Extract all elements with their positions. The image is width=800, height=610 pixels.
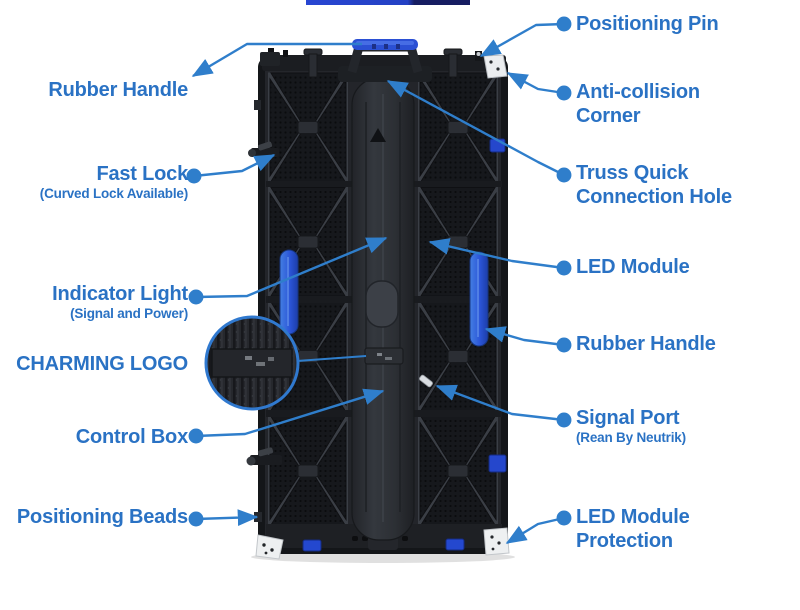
blue-clip [488, 454, 507, 473]
leader-signal-port [435, 384, 572, 428]
control-box-oval-plate [365, 280, 399, 328]
label-text: LED Module [576, 256, 690, 278]
truss-mount-left [303, 48, 323, 78]
leader-positioning-beads [188, 509, 259, 527]
leader-control-box [188, 388, 385, 444]
top-left-corner [260, 52, 280, 66]
label-text: Positioning Pin [576, 13, 719, 35]
label-led-module-protection: LED Module Protection [576, 505, 742, 554]
truss-hole-detail [370, 128, 386, 142]
label-truss-quick-connection-hole: Truss Quick Connection Hole [576, 161, 742, 210]
leader-fast-lock [186, 153, 276, 184]
charming-logo-plate [364, 347, 404, 365]
label-anti-collision-corner: Anti-collision Corner [576, 80, 742, 129]
label-text: Control Box [75, 426, 188, 448]
label-positioning-pin: Positioning Pin [576, 12, 742, 36]
magnifier-inset [204, 315, 367, 411]
blue-clip [445, 538, 465, 551]
label-charming-logo: CHARMING LOGO [16, 352, 188, 376]
label-text: CHARMING LOGO [16, 353, 188, 375]
leader-led-module [428, 238, 572, 276]
label-text: Fast Lock [96, 163, 188, 185]
label-text: Positioning Beads [16, 506, 188, 528]
leader-truss-hole [386, 79, 572, 183]
label-positioning-beads: Positioning Beads [16, 505, 188, 529]
signal-port-connector [419, 374, 433, 388]
bottom-left-corner-protection [255, 534, 284, 560]
bottom-right-corner-protection [483, 527, 510, 556]
label-text: Rubber Handle [576, 333, 716, 355]
truss-connection-hole-block [338, 66, 432, 82]
leader-anti-collision [506, 71, 572, 101]
leader-rubber-handle-right [484, 326, 572, 353]
label-control-box: Control Box [16, 425, 188, 449]
label-indicator-light: Indicator Light (Signal and Power) [16, 282, 188, 323]
label-led-module: LED Module [576, 255, 742, 279]
label-text: Anti-collision Corner [576, 81, 700, 128]
label-subtext: (Curved Lock Available) [39, 186, 188, 202]
label-text: LED Module Protection [576, 506, 690, 553]
label-rubber-handle-left: Rubber Handle [16, 78, 188, 102]
leader-led-protection [505, 510, 572, 545]
top-assembly [260, 39, 508, 142]
leader-rubber-handle-left [191, 42, 362, 78]
label-fast-lock: Fast Lock (Curved Lock Available) [16, 162, 188, 203]
label-text: Signal Port [576, 407, 680, 429]
label-subtext: (Signal and Power) [70, 306, 188, 322]
control-box-column [351, 77, 415, 550]
fast-lock-lever-bottom [246, 447, 282, 466]
anti-collision-corner-part [483, 54, 508, 79]
positioning-bead-nub [254, 100, 261, 110]
leader-indicator-light [188, 236, 388, 305]
label-text: Truss Quick Connection Hole [576, 162, 732, 209]
label-signal-port: Signal Port (Rean By Neutrik) [576, 406, 742, 447]
truss-mount-right [443, 48, 463, 78]
label-text: Rubber Handle [48, 79, 188, 101]
label-subtext: (Rean By Neutrik) [576, 430, 686, 446]
leader-lines [186, 16, 572, 545]
blue-clip [302, 539, 322, 552]
leader-positioning-pin [479, 16, 572, 58]
top-banner-sliver [306, 0, 470, 5]
label-rubber-handle-right: Rubber Handle [576, 332, 742, 356]
label-text: Indicator Light [52, 283, 188, 305]
